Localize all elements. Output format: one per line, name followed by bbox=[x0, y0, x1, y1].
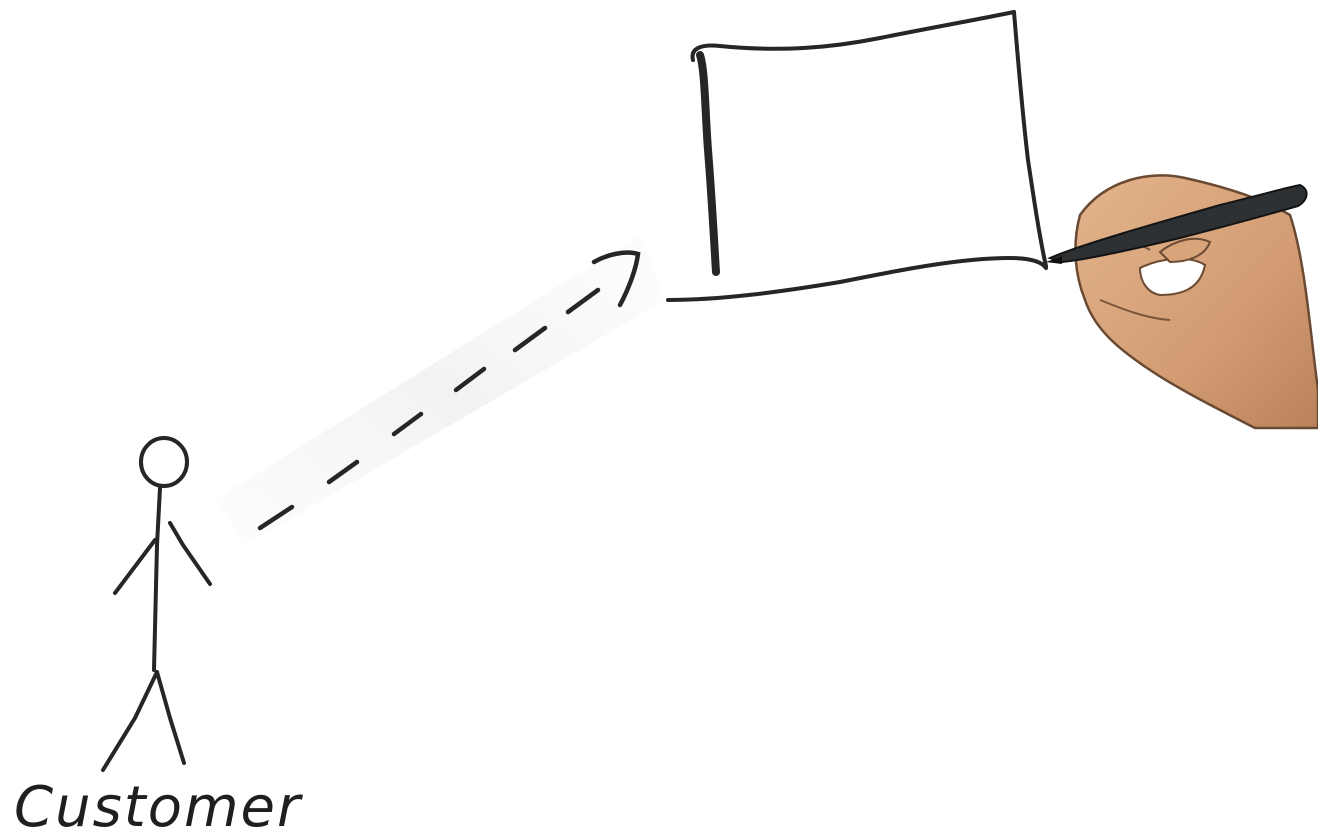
arrow-dash bbox=[257, 504, 295, 531]
arrow-head bbox=[591, 250, 641, 308]
actor-label: Customer bbox=[14, 775, 303, 835]
arrow-dash bbox=[391, 411, 424, 437]
box-left-edge bbox=[696, 51, 720, 276]
stick-figure-right-arm bbox=[168, 521, 212, 586]
stick-figure-icon bbox=[101, 436, 212, 772]
stick-figure-body bbox=[152, 486, 162, 672]
hand-thumb bbox=[1158, 237, 1212, 264]
box-bottom-edge bbox=[666, 256, 1048, 302]
stick-figure-left-leg bbox=[101, 670, 159, 772]
arrow-dash bbox=[326, 459, 360, 485]
stick-figure-head bbox=[139, 436, 189, 488]
pen-body bbox=[1047, 183, 1308, 264]
arrow-dash bbox=[565, 287, 601, 315]
box-right-edge bbox=[1012, 10, 1048, 268]
dashed-arrow-icon bbox=[257, 250, 641, 531]
hand-with-pen-icon bbox=[1046, 174, 1318, 430]
rectangle-box-icon bbox=[666, 10, 1048, 302]
pen-tip bbox=[1046, 256, 1062, 264]
stick-figure-right-leg bbox=[155, 670, 186, 765]
arrow-dash bbox=[453, 366, 487, 393]
arrow-dash bbox=[512, 325, 548, 353]
hand-crease-line bbox=[1099, 299, 1171, 321]
box-top-edge bbox=[690, 10, 1016, 62]
stick-figure-left-arm bbox=[113, 538, 157, 595]
arrow-shadow bbox=[215, 235, 665, 545]
